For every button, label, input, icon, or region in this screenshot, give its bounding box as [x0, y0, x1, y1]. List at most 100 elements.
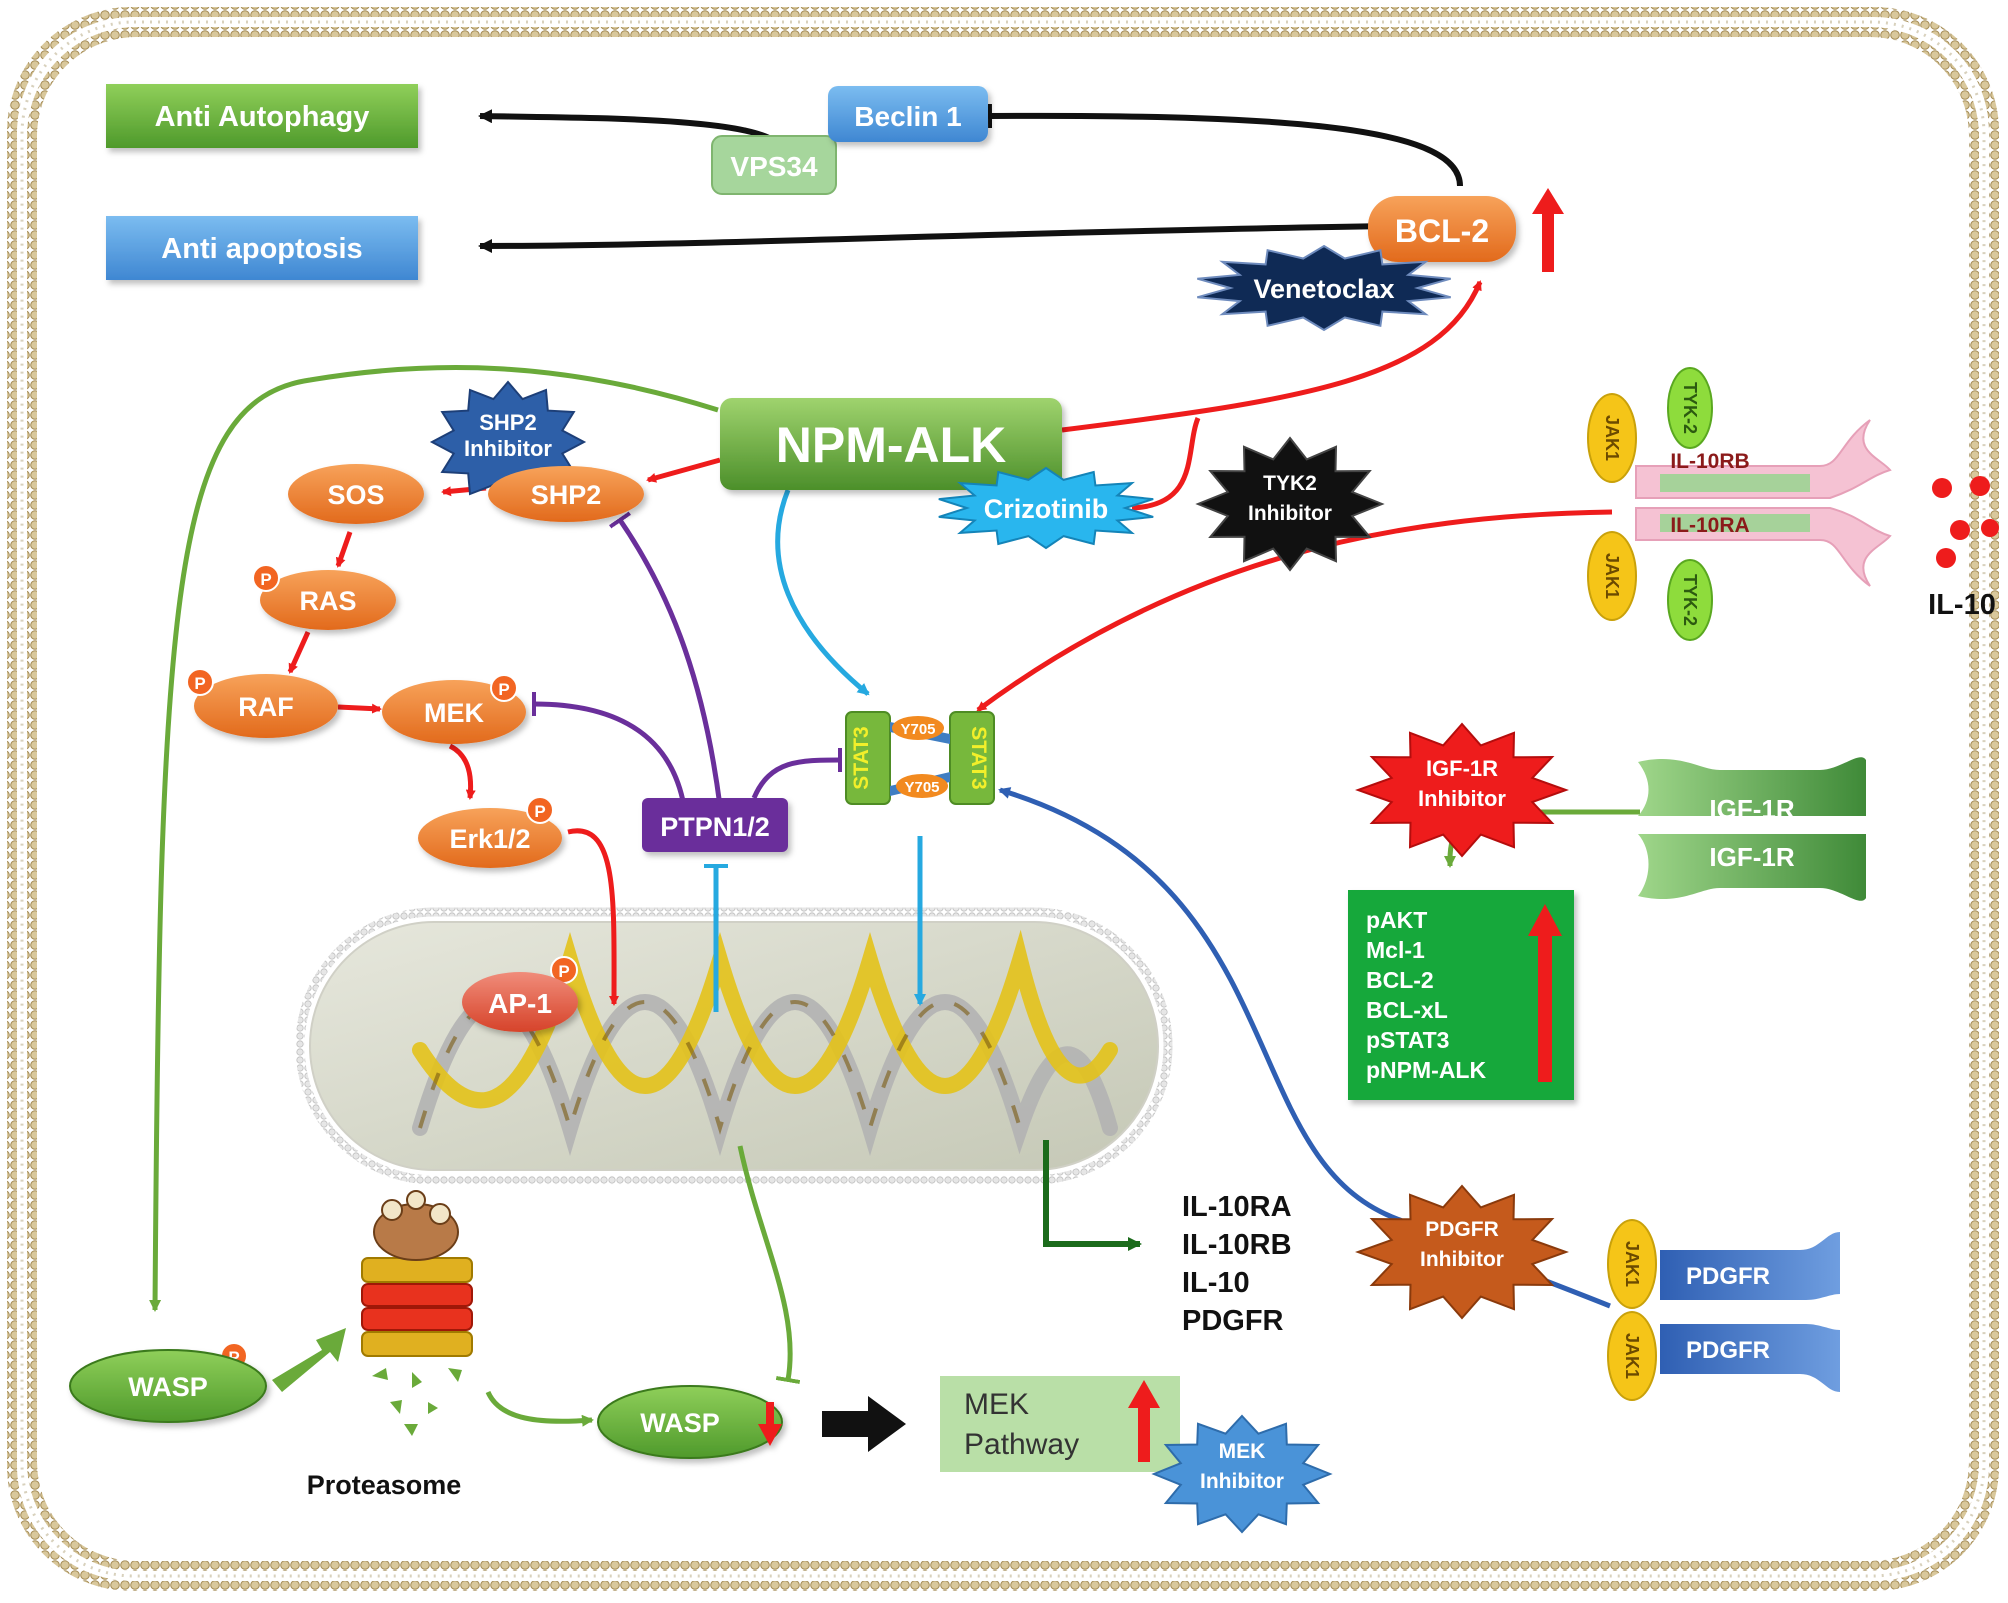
anti-apoptosis-label: Anti apoptosis [161, 233, 362, 265]
arrow-npmalk-to-bcl2 [1061, 280, 1483, 433]
pdgfr-receptor: PDGFR PDGFR JAK1 JAK1 [1607, 1219, 1840, 1401]
jak1-top: JAK1 [1587, 393, 1637, 483]
upregulated-item: Mcl-1 [1366, 937, 1425, 963]
svg-text:P: P [228, 1348, 239, 1367]
node-stat3-dimer: STAT3 STAT3 Y705 Y705 [845, 711, 995, 805]
svg-text:Erk1/2: Erk1/2 [449, 824, 530, 854]
nucleus [295, 907, 1173, 1185]
arrow-dna-to-genes [1043, 1140, 1142, 1251]
node-ras: RAS [260, 570, 396, 630]
svg-text:JAK1: JAK1 [1602, 415, 1622, 461]
inhibit-ptpn-mek [531, 691, 687, 807]
phospho-raf: P [186, 668, 214, 696]
node-sos: SOS [288, 464, 424, 524]
inhibit-ptpn-stat3 [751, 747, 843, 800]
svg-text:TYK-2: TYK-2 [1680, 574, 1700, 626]
svg-text:P: P [558, 962, 569, 981]
svg-text:IGF-1R: IGF-1R [1426, 756, 1498, 781]
node-ap1: AP-1 [462, 972, 578, 1032]
arrow-wasp-to-proteasome [272, 1328, 346, 1392]
svg-text:BCL-2: BCL-2 [1395, 213, 1489, 249]
line-crizotinib [1131, 417, 1201, 511]
arrow-ras-to-raf [287, 630, 311, 674]
arrow-raf-to-mek [337, 703, 382, 714]
jak1-bottom: JAK1 [1587, 531, 1637, 621]
phospho-ap1: P [550, 956, 578, 984]
tyk2-bottom: TYK-2 [1667, 559, 1713, 641]
drug-tyk2-inhibitor: TYK2 Inhibitor [1195, 436, 1385, 572]
svg-text:P: P [534, 802, 545, 821]
gene-item: IL-10 [1182, 1267, 1250, 1299]
svg-text:Beclin 1: Beclin 1 [854, 101, 961, 132]
anti-autophagy-label: Anti Autophagy [155, 101, 370, 133]
arrow-proteasome-to-wasp [485, 1390, 594, 1427]
jak1-pdgfr-bottom: JAK1 [1607, 1311, 1657, 1401]
svg-text:AP-1: AP-1 [488, 988, 552, 1019]
svg-text:IGF-1R: IGF-1R [1709, 842, 1794, 872]
node-vps34: VPS34 [711, 135, 837, 195]
il10-receptor: IL-10RB IL-10RA JAK1 JAK1 TYK-2 TYK-2 IL… [1587, 367, 1999, 641]
gene-item: PDGFR [1182, 1305, 1284, 1337]
svg-text:NPM-ALK: NPM-ALK [776, 417, 1007, 473]
inhibit-ptpn-shp2 [608, 511, 723, 807]
drug-igf1r-inhibitor: IGF-1R Inhibitor [1355, 722, 1569, 858]
outcome-anti-apoptosis: Anti apoptosis [106, 216, 418, 280]
arrow-mek-to-erk [448, 743, 476, 800]
svg-text:MEK: MEK [424, 698, 485, 728]
phospho-erk: P [526, 796, 554, 824]
phospho-mek: P [490, 674, 518, 702]
svg-text:JAK1: JAK1 [1622, 1333, 1642, 1379]
outcome-anti-autophagy: Anti Autophagy [106, 84, 418, 148]
arrow-npmalk-to-wasp [149, 365, 719, 1312]
node-wasp-phospho: WASP [69, 1349, 267, 1423]
svg-text:Inhibitor: Inhibitor [1420, 1248, 1504, 1271]
drug-mek-inhibitor: MEK Inhibitor [1151, 1414, 1333, 1534]
svg-text:Inhibitor: Inhibitor [464, 436, 552, 461]
arrow-sos-to-ras [335, 531, 353, 568]
svg-text:WASP: WASP [128, 1372, 208, 1402]
upregulated-item: BCL-xL [1366, 997, 1448, 1023]
gene-item: IL-10RB [1182, 1229, 1292, 1261]
svg-text:Inhibitor: Inhibitor [1418, 786, 1506, 811]
svg-text:VPS34: VPS34 [730, 151, 818, 182]
node-mek: MEK [382, 680, 526, 744]
svg-text:Inhibitor: Inhibitor [1248, 502, 1332, 525]
svg-text:RAS: RAS [299, 586, 356, 616]
svg-text:STAT3: STAT3 [967, 726, 990, 789]
svg-text:SHP2: SHP2 [479, 410, 536, 435]
node-shp2: SHP2 [488, 466, 644, 522]
svg-text:PTPN1/2: PTPN1/2 [660, 812, 770, 842]
gene-item: IL-10RA [1182, 1191, 1292, 1223]
il10-label: IL-10 [1928, 589, 1996, 621]
svg-text:Crizotinib: Crizotinib [984, 494, 1108, 524]
svg-text:TYK2: TYK2 [1263, 472, 1317, 495]
inhibit-dna-wasp [737, 1145, 801, 1384]
peptide-fragments [372, 1368, 462, 1436]
svg-text:IGF-1R: IGF-1R [1709, 794, 1794, 824]
svg-text:STAT3: STAT3 [850, 726, 873, 789]
il10rb-label: IL-10RB [1670, 450, 1749, 473]
big-arrows [272, 1328, 906, 1452]
svg-text:SHP2: SHP2 [531, 480, 602, 510]
node-mek-pathway: MEK Pathway [940, 1376, 1180, 1472]
up-arrow-box [1528, 904, 1562, 1082]
node-erk: Erk1/2 [418, 808, 562, 868]
up-arrow-bcl2 [1532, 188, 1564, 272]
proteasome-label: Proteasome [307, 1470, 462, 1500]
upregulated-item: BCL-2 [1366, 967, 1434, 993]
svg-text:P: P [260, 570, 271, 589]
phospho-ras: P [252, 564, 280, 592]
tyk2-top: TYK-2 [1667, 367, 1713, 449]
drug-crizotinib: Crizotinib [938, 466, 1154, 550]
igf1r-receptor: IGF-1R IGF-1R [1638, 757, 1866, 901]
phospho-badges: P P P P P P [186, 564, 578, 1370]
svg-text:TYK-2: TYK-2 [1680, 382, 1700, 434]
arrow-wasp-to-mek-pathway [822, 1396, 906, 1452]
connections [149, 103, 1640, 1427]
upregulated-item: pAKT [1366, 907, 1427, 933]
arrow-npmalk-to-stat3 [775, 489, 870, 696]
